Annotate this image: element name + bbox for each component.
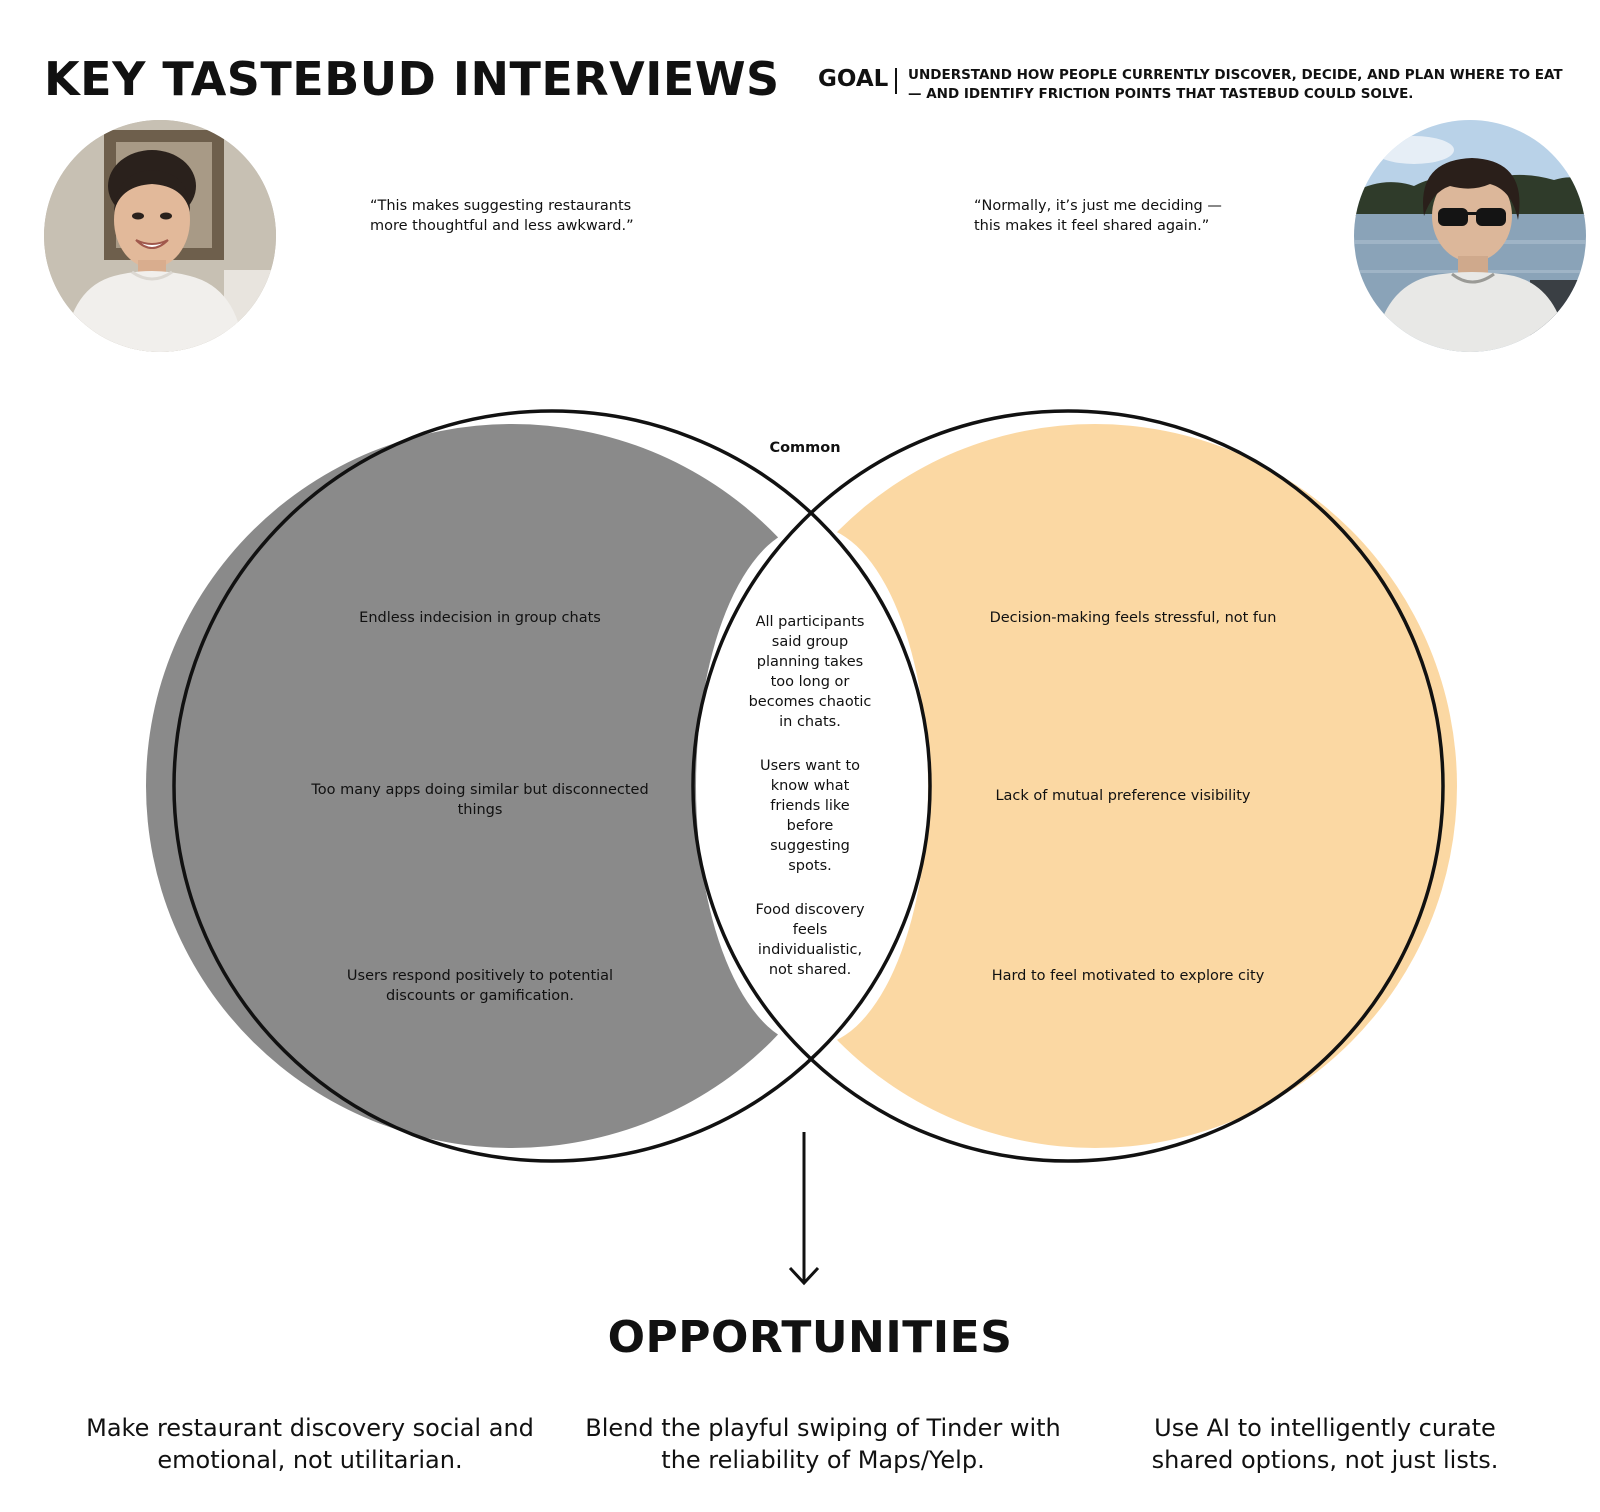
venn-left-point-1: Endless indecision in group chats — [359, 610, 601, 626]
opportunities-title: OPPORTUNITIES — [607, 1312, 1013, 1363]
interviewee-1-quote: “This makes suggesting restaurants more … — [370, 198, 634, 234]
venn-left-outline — [172, 409, 932, 1163]
venn-common-fill — [696, 526, 928, 1046]
interviewee-1-avatar — [44, 120, 276, 352]
venn-left-point-3: Users respond positively to potential di… — [346, 968, 614, 1004]
venn-right-outline — [691, 409, 1445, 1163]
goal-label: GOAL — [818, 66, 889, 92]
opportunity-1: Make restaurant discovery social and emo… — [86, 1414, 534, 1474]
venn-common-point-2: Users want to know what friends like bef… — [760, 758, 860, 874]
venn-common-point-1: All participants said group planning tak… — [748, 614, 872, 730]
venn-right-fill — [733, 424, 1457, 1148]
flow-arrow-head — [788, 1266, 820, 1286]
venn-left-point-2: Too many apps doing similar but disconne… — [311, 782, 649, 818]
venn-right-point-2: Lack of mutual preference visibility — [995, 788, 1251, 804]
interviewee-2-quote: “Normally, it’s just me deciding — this … — [974, 198, 1222, 234]
venn-right-point-3: Hard to feel motivated to explore city — [991, 968, 1265, 984]
venn-common-label: Common — [769, 440, 841, 456]
venn-left-fill — [146, 424, 878, 1148]
venn-right-point-1: Decision-making feels stressful, not fun — [989, 610, 1277, 626]
goal-text: Understand how people currently discover… — [908, 67, 1563, 102]
opportunity-3: Use AI to intelligently curate shared op… — [1151, 1414, 1499, 1474]
venn-common-point-3: Food discovery feels individualistic, no… — [755, 902, 865, 978]
goal-divider — [895, 68, 897, 94]
page-title: KEY TASTEBUD INTERVIEWS — [44, 52, 780, 106]
opportunity-2: Blend the playful swiping of Tinder with… — [585, 1414, 1061, 1474]
